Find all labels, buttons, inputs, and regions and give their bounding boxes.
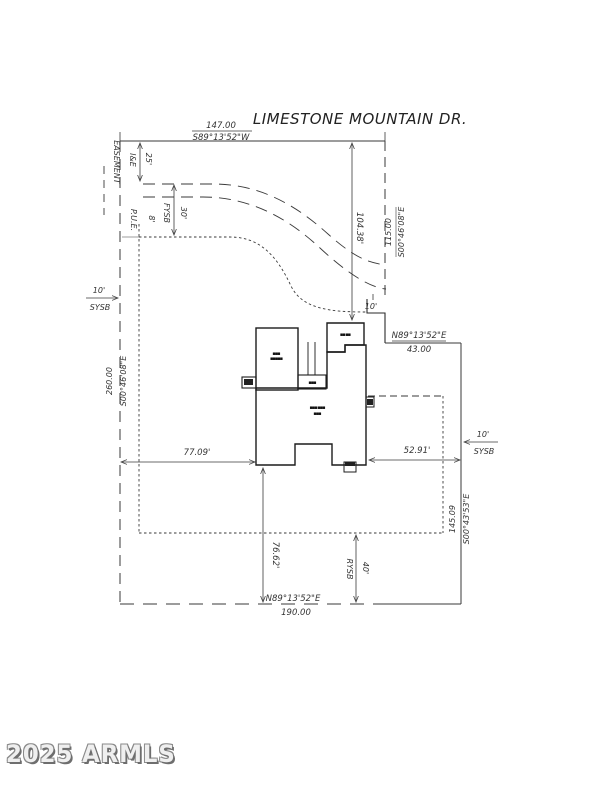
west-popout-outline: [241, 376, 257, 389]
east-equipment-pad-outline: [365, 396, 375, 408]
sysb-west-value-label: 10': [93, 286, 105, 295]
armls-watermark: 2025 ARMLS: [6, 740, 176, 768]
easement-label: EASEMENT: [112, 140, 121, 185]
street-to-house-dim-label: 104.38': [354, 212, 364, 244]
garage-outline: [255, 327, 299, 391]
ie-easement-label: I&E: [128, 153, 137, 168]
sysb-east-value-label: 10': [477, 430, 489, 439]
entry-stamp: ▪▪▪: [308, 380, 316, 386]
east-equipment-pad-fill: [367, 399, 373, 405]
street-curve-upper: [143, 183, 387, 266]
west-to-house-dim-label: 77.09': [184, 448, 211, 458]
south-bearing-label: N89°13'52"E: [266, 594, 321, 604]
fysb-label: FYSB: [162, 203, 171, 223]
west-bearing-label: S00°46'08"E: [119, 355, 128, 406]
sysb-east-label: SYSB: [474, 447, 495, 456]
east-upper-bearing-label: S00°46'08"E: [397, 206, 406, 257]
house-to-rear-dim-label: 76.62': [270, 542, 280, 569]
fysb-value-label: 30': [179, 207, 188, 219]
ie-width-label: 25': [144, 153, 153, 165]
setback-front-curve: [139, 236, 367, 313]
pue-width-label: 8': [147, 215, 156, 222]
patio-stamp: ▪▪ ▪▪: [340, 332, 351, 338]
west-distance-label: 260.00: [105, 367, 114, 395]
plan-stamp-line2: ▪▪▪: [313, 411, 321, 417]
house-body-outline: [255, 344, 367, 466]
ne-segment-distance-label: 43.00: [407, 345, 431, 355]
street-curve-lower: [143, 196, 387, 290]
east-lower-bearing-label: S00°43'53"E: [462, 493, 471, 544]
entry-walk-lines: [307, 342, 316, 375]
south-distance-label: 190.00: [281, 608, 311, 618]
east-lower-distance-label: 145.09: [448, 505, 457, 533]
garage-stamp-line1: ▪▪▪: [272, 351, 280, 357]
ne-jog-value-label: 10': [365, 302, 377, 311]
east-upper-distance-label: 115.00: [384, 218, 393, 246]
north-bearing-label: S89°13'52"W: [193, 133, 250, 143]
garage-stamp-line2: ▪▪▪▪▪: [270, 356, 283, 362]
entry-stoop-outline: [297, 374, 327, 390]
rysb-value-label: 40': [361, 562, 370, 574]
boundary-ne-jog-line: [366, 299, 386, 343]
plan-stamp-line1: ▪▪▪ ▪▪▪: [310, 405, 326, 411]
ne-segment-bearing-label: N89°13'52"E: [392, 331, 447, 341]
boundary-corner-ticks: [119, 132, 386, 141]
rysb-label: RYSB: [345, 558, 354, 579]
rear-stoop-fill: [345, 462, 355, 466]
pue-label: P.U.E.: [129, 209, 138, 231]
north-distance-label: 147.00: [206, 121, 236, 131]
west-popout-fill: [244, 379, 253, 385]
sysb-west-label: SYSB: [90, 303, 111, 312]
street-name-label: LIMESTONE MOUNTAIN DR.: [253, 110, 467, 128]
house-to-east-dim-label: 52.91': [404, 446, 431, 456]
